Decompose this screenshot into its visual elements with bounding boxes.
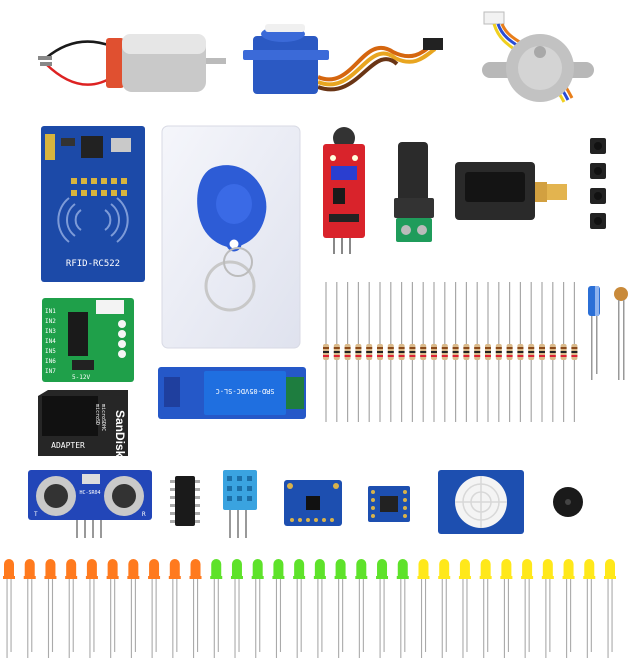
sd-card-adapter: SanDisk microSD microSDHC ADAPTER	[38, 390, 128, 458]
led	[65, 559, 78, 658]
sound-sensor	[321, 126, 367, 256]
resistor	[560, 282, 567, 422]
resistor	[485, 282, 491, 422]
resistor	[571, 282, 578, 422]
accelerometer-module	[284, 480, 342, 526]
led	[479, 559, 492, 658]
led	[604, 559, 616, 658]
pir-sensor	[438, 470, 524, 534]
led	[148, 559, 161, 658]
resistor	[377, 282, 383, 422]
led	[251, 559, 264, 658]
led	[438, 559, 451, 658]
hdmi-adapter	[455, 162, 567, 222]
led	[500, 559, 513, 658]
led	[44, 559, 57, 658]
pin-label: IN7	[45, 368, 56, 375]
resistor	[474, 282, 481, 422]
pin-label: IN4	[45, 338, 56, 345]
dc-barrel-jack	[392, 142, 436, 246]
resistor	[398, 282, 405, 422]
relay-module: SRD-05VDC-SL-C	[158, 367, 306, 419]
led	[230, 559, 243, 658]
push-button	[590, 213, 606, 229]
level-shifter	[368, 486, 410, 522]
resistor	[517, 282, 524, 422]
led	[396, 559, 409, 658]
ultrasonic-r: R	[142, 511, 146, 518]
dht11-sensor	[223, 470, 257, 538]
resistor	[387, 282, 394, 422]
resistor	[441, 282, 448, 422]
dc-motor	[36, 28, 226, 98]
pin-label: IN1	[45, 308, 56, 315]
rfid-module: RFID-RC522	[41, 126, 145, 282]
led	[3, 559, 15, 658]
led	[106, 559, 119, 658]
led	[355, 559, 368, 658]
led	[583, 559, 596, 658]
stepper-motor	[478, 11, 598, 112]
resistor	[463, 282, 470, 422]
resistor	[528, 282, 535, 422]
resistor	[323, 282, 329, 422]
push-buttons	[589, 138, 607, 230]
resistor	[420, 282, 427, 422]
pin-label: IN3	[45, 328, 56, 335]
push-button	[590, 138, 606, 154]
led	[272, 559, 285, 658]
rfid-keyfob	[197, 165, 267, 312]
resistor	[355, 282, 362, 422]
led	[458, 559, 471, 658]
pin-label: IN2	[45, 318, 56, 325]
led	[313, 559, 326, 658]
resistor	[344, 282, 351, 422]
resistor	[431, 282, 437, 422]
push-button	[590, 188, 606, 204]
relay-text: SRD-05VDC-SL-C	[215, 387, 274, 395]
led	[189, 559, 202, 658]
led	[85, 559, 98, 658]
resistor	[452, 282, 459, 422]
led	[293, 559, 306, 658]
pin-label: IN6	[45, 358, 56, 365]
led	[210, 559, 223, 658]
sd-adapter-label: ADAPTER	[51, 441, 85, 450]
resistor-array	[320, 282, 582, 422]
rfid-card	[161, 125, 301, 349]
electrolytic-capacitor	[585, 286, 603, 382]
dip-ic	[170, 474, 200, 528]
servo-motor	[243, 22, 443, 102]
sd-brand: SanDisk	[113, 410, 127, 458]
ultrasonic-label: HC-SR04	[79, 490, 100, 496]
stepper-driver-board: IN1 IN2 IN3 IN4 IN5 IN6 IN7 5-12V	[42, 298, 134, 382]
resistor	[409, 282, 416, 422]
led	[376, 559, 389, 658]
resistor	[495, 282, 502, 422]
buzzer	[552, 486, 584, 518]
led	[562, 559, 575, 658]
led	[541, 559, 554, 658]
led	[417, 559, 430, 658]
led	[168, 559, 181, 658]
sd-line: microSD	[94, 404, 100, 425]
resistor	[506, 282, 513, 422]
photoresistor	[613, 286, 629, 382]
rfid-silkscreen: RFID-RC522	[66, 259, 120, 269]
resistor	[539, 282, 545, 422]
ultrasonic-sensor: HC-SR04 T R	[28, 470, 152, 538]
led	[127, 559, 140, 658]
resistor	[549, 282, 556, 422]
led-row	[0, 556, 631, 660]
ultrasonic-t: T	[34, 511, 38, 518]
resistor	[366, 282, 373, 422]
push-button	[590, 163, 606, 179]
led	[23, 559, 36, 658]
sd-line: microSDHC	[100, 404, 106, 431]
led	[334, 559, 347, 658]
voltage-label: 5-12V	[72, 374, 90, 381]
pin-label: IN5	[45, 348, 56, 355]
resistor	[333, 282, 340, 422]
led	[521, 559, 534, 658]
